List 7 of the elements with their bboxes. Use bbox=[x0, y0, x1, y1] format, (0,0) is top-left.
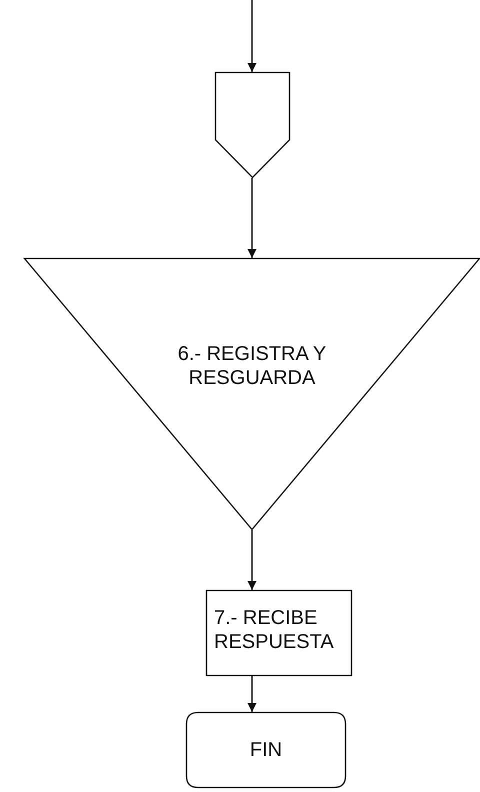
node-label: FIN bbox=[248, 738, 284, 762]
arrow bbox=[248, 530, 256, 590]
arrow bbox=[248, 676, 256, 712]
node-label: 6.- REGISTRA Y RESGUARDA bbox=[176, 342, 328, 390]
node-label: 7.- RECIBE RESPUESTA bbox=[214, 606, 335, 654]
arrow bbox=[248, 0, 256, 72]
arrow bbox=[248, 178, 256, 258]
